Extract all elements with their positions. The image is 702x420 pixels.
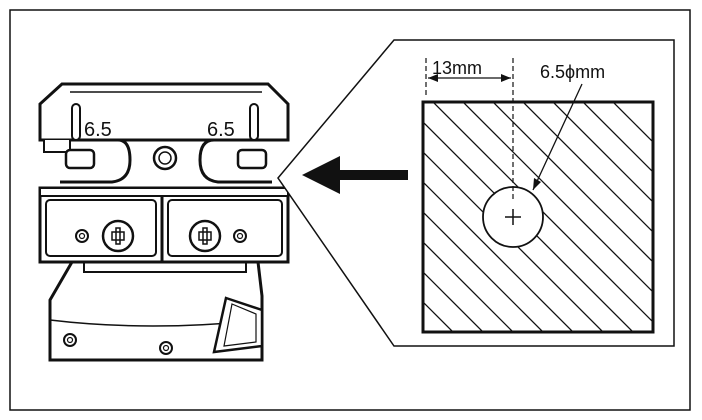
tool-label-left: 6.5 — [84, 119, 112, 141]
dimension-offset-label: 13mm — [432, 58, 482, 78]
detail-callout: 13mm 6.5ϕmm — [277, 39, 675, 347]
outer-border — [9, 9, 691, 411]
hole-diameter-label: 6.5ϕmm — [540, 62, 605, 82]
left-nut — [64, 148, 96, 170]
left-screw — [101, 219, 135, 253]
callout-outline — [277, 39, 675, 347]
diameter-leader — [532, 83, 583, 191]
tool-top-cap — [38, 82, 290, 142]
tool-illustration: 6.5 6.5 — [38, 82, 290, 362]
direction-arrow — [302, 156, 408, 194]
section-border — [421, 100, 655, 334]
tool-label-right: 6.5 — [207, 119, 235, 141]
right-screw — [188, 219, 222, 253]
tool-base — [48, 260, 264, 362]
right-nut — [236, 148, 268, 170]
